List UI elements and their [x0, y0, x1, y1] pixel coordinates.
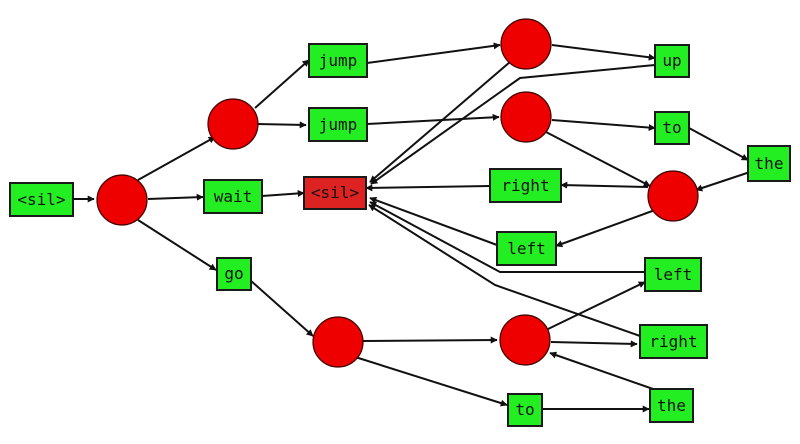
edge-the-to-s5: [695, 171, 751, 192]
edge-wait-to-sil-end: [261, 189, 305, 197]
box-up: up: [654, 44, 690, 78]
states: [96, 18, 699, 368]
edge-jump-top-to-s3: [366, 42, 501, 64]
box-jump-top: jump: [308, 43, 368, 78]
edge-left-low-to-sil-end: [369, 201, 645, 273]
edge-s3-to-up: [551, 44, 656, 61]
edge-s4-to-to: [551, 119, 656, 132]
box-the-bottom: the: [649, 388, 694, 423]
box-jump-mid: jump: [308, 107, 368, 142]
edge-s7-to-s6: [361, 336, 498, 344]
edge-s5-to-left: [555, 209, 656, 248]
edge-right-low-to-sil-end: [368, 204, 641, 337]
edge-up-to-sil-end: [370, 64, 656, 185]
box-label: the: [755, 154, 784, 173]
box-wait: wait: [203, 179, 263, 214]
box-go: go: [216, 257, 252, 291]
edge-s6-to-right-low: [550, 340, 638, 348]
state-circle: [96, 174, 148, 226]
state-circle: [500, 91, 552, 143]
edge-left-to-sil-end: [369, 196, 498, 246]
edge-jump-mid-to-s4: [366, 113, 500, 125]
edge-s1-to-wait: [147, 193, 204, 201]
box-label: jump: [319, 51, 358, 70]
box-label: jump: [319, 115, 358, 134]
box-left-low: left: [644, 257, 702, 292]
box-sil-end: <sil>: [303, 176, 367, 210]
box-label: <sil>: [311, 183, 359, 202]
box-right-mid: right: [489, 168, 562, 203]
box-to-bottom: to: [507, 393, 543, 427]
edge-s2-to-jump-mid: [256, 121, 307, 129]
box-label: left: [654, 265, 693, 284]
edge-s4-to-s5: [545, 131, 651, 187]
edge-go-to-s7: [249, 279, 314, 337]
box-the-right: the: [747, 145, 791, 182]
box-label: the: [657, 396, 686, 415]
state-circle: [499, 314, 551, 366]
edge-s3-to-sil-end: [369, 61, 511, 183]
edge-s1-to-go: [137, 219, 217, 271]
word-boxes: <sil> jump jump wait <sil> go up to: [9, 43, 791, 427]
edge-the-bottom-to-s6: [549, 351, 657, 391]
box-right-low: right: [639, 324, 708, 359]
box-sil-start: <sil>: [9, 182, 74, 217]
edge-s5-to-right: [560, 181, 649, 189]
box-label: <sil>: [17, 190, 65, 209]
state-circle: [207, 98, 259, 150]
edge-right-to-sil-end: [365, 184, 491, 192]
box-label: right: [649, 332, 697, 351]
state-circle: [500, 18, 552, 70]
box-label: to: [662, 118, 681, 137]
box-label: up: [662, 51, 681, 70]
edge-s2-to-jump-top: [254, 59, 310, 109]
edges: [73, 42, 751, 413]
box-left-mid: left: [496, 231, 557, 266]
box-label: wait: [214, 187, 253, 206]
state-circle: [312, 316, 364, 368]
box-label: left: [507, 239, 546, 258]
box-label: to: [515, 400, 534, 419]
edge-to-to-the: [688, 127, 749, 161]
edge-s1-to-s2: [137, 136, 216, 181]
box-label: right: [501, 176, 549, 195]
box-label: go: [224, 264, 243, 283]
state-circle: [647, 170, 699, 222]
edge-s7-to-to-bottom: [351, 355, 508, 407]
edge-s6-to-left-low: [545, 281, 646, 331]
box-to-top: to: [654, 111, 690, 145]
